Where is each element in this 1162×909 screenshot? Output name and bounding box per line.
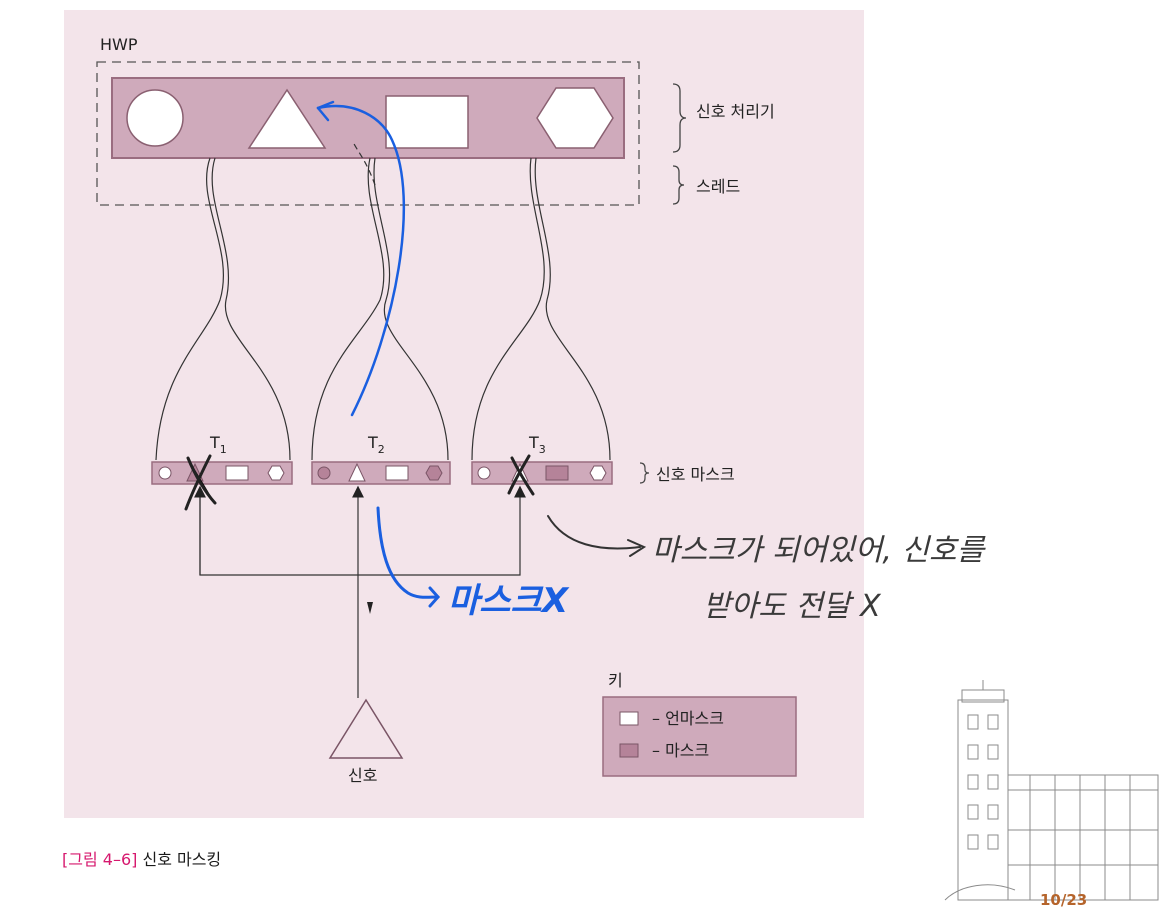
figure-caption: [그림 4–6] 신호 마스킹 <box>62 846 221 870</box>
key-masked-swatch <box>619 743 639 758</box>
handler-rectangle <box>385 95 469 149</box>
dashed-delivery-line <box>352 141 376 186</box>
thread-label-t2: T2 <box>367 433 385 456</box>
pencil-arrow <box>547 515 641 550</box>
thread-t1-right <box>211 157 291 461</box>
hwp-boundary <box>96 61 640 206</box>
thread-t1-left <box>155 157 225 461</box>
signal-mask-label: 신호 마스크 <box>656 465 735 484</box>
thread-t3-right <box>534 157 611 461</box>
handler-triangle <box>247 88 327 149</box>
mask-bar-t1 <box>151 461 293 485</box>
mask-bar-t3 <box>471 461 613 485</box>
pencil-arrowhead <box>627 539 647 557</box>
key-title: 키 <box>608 671 623 690</box>
key-unmasked-label: – 언마스크 <box>652 709 724 728</box>
handwritten-note-line2: 받아도 전달 X <box>703 589 882 624</box>
hwp-label: HWP <box>100 35 138 54</box>
blue-mask-arrow <box>376 506 440 599</box>
page-number: 10/23 <box>1040 891 1088 909</box>
figure-caption-label: [그림 4–6] <box>62 850 138 869</box>
blue-note-text: 마스크X <box>448 581 570 621</box>
signal-mask-brace <box>639 462 650 484</box>
mask-bar-t2 <box>311 461 451 485</box>
handler-hexagon <box>536 87 614 149</box>
thread-label: 스레드 <box>696 177 740 196</box>
building-sketch-watermark <box>944 680 1159 901</box>
blue-mask-arrowhead <box>428 586 441 608</box>
thread-label-t1: T1 <box>209 433 227 456</box>
signal-source-triangle <box>328 698 404 759</box>
signal-handler-label: 신호 처리기 <box>696 102 775 121</box>
signal-routing <box>194 485 526 698</box>
thread-t3-left <box>471 157 545 461</box>
thread-t2-right <box>373 157 449 461</box>
key-unmasked-swatch <box>619 711 639 726</box>
signal-arrow-tick <box>367 602 373 614</box>
key-masked-label: – 마스크 <box>652 741 709 760</box>
cross-mark-t3 <box>507 454 535 496</box>
thread-lines <box>155 141 611 461</box>
key-box <box>602 696 797 777</box>
blue-delivery-arrow <box>316 100 406 417</box>
cross-mark-t1 <box>184 454 217 511</box>
thread-label-t3: T3 <box>528 433 546 456</box>
signal-handler-brace <box>672 83 687 153</box>
signal-source-label: 신호 <box>348 766 377 785</box>
thread-brace <box>672 165 685 205</box>
handwritten-note-line1: 마스크가 되어있어, 신호를 <box>652 533 987 568</box>
handler-circle <box>126 89 184 147</box>
thread-t2-left <box>311 157 385 461</box>
figure-caption-text: 신호 마스킹 <box>142 850 222 869</box>
